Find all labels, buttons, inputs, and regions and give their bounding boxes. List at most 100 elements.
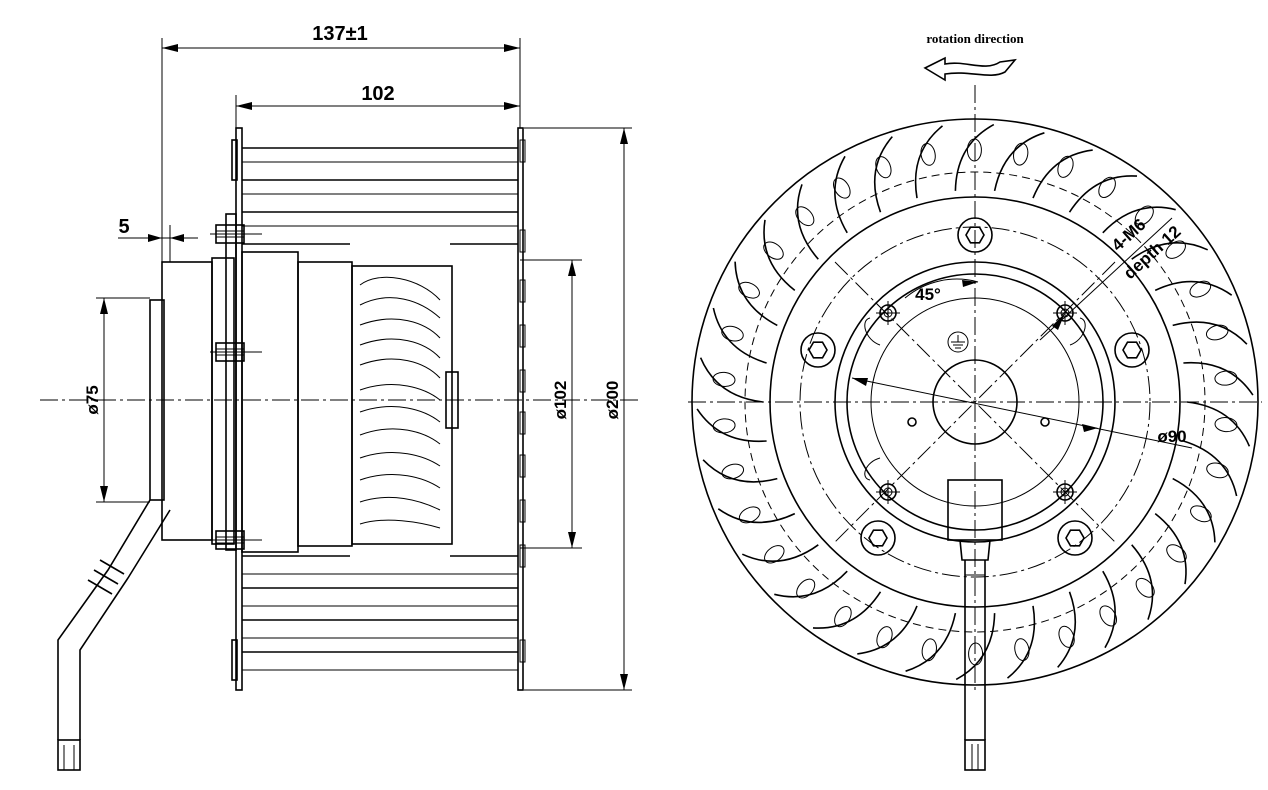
impeller-blade: [914, 125, 944, 199]
impeller-width-label: 102: [361, 83, 394, 105]
impeller-blade: [812, 591, 882, 629]
blade-pocket: [1099, 605, 1118, 627]
blade-pocket: [1057, 155, 1074, 178]
impeller-diameter-dimension: ø200: [524, 127, 632, 691]
impeller-blades: [696, 123, 1254, 681]
blade-pocket: [1135, 577, 1155, 598]
shaft-hub: [932, 359, 1018, 445]
blade-pocket: [966, 138, 982, 162]
bolt-circle-label: ø90: [1157, 427, 1186, 446]
blade-pocket: [1098, 176, 1116, 198]
motor-diameter-dimension: ø75: [83, 297, 150, 503]
impeller-blade: [1057, 591, 1077, 668]
blade-pocket: [832, 177, 851, 199]
blade-pocket: [721, 325, 744, 342]
impeller-blade: [834, 155, 848, 234]
motor-plate: [834, 261, 1116, 543]
impeller-blade: [1186, 401, 1251, 447]
blade-pocket: [796, 578, 816, 599]
blade-pocket: [764, 545, 785, 564]
overall-length-dimension: 137±1: [162, 23, 520, 52]
impeller-width-dimension: 102: [236, 83, 520, 110]
impeller-blade: [699, 357, 764, 403]
blade-pocket: [1165, 240, 1186, 259]
impeller-blade: [954, 123, 995, 191]
front-view: rotation direction: [688, 31, 1262, 771]
blade-pocket: [920, 143, 936, 166]
impeller-blades-bottom: [242, 555, 518, 671]
blade-pocket: [1206, 462, 1229, 479]
impeller-blade: [905, 612, 957, 672]
blade-pocket: [1134, 205, 1154, 226]
motor-body: [241, 251, 299, 553]
blade-pocket: [1190, 505, 1212, 523]
blade-pocket: [876, 626, 893, 649]
impeller-diameter-label: ø200: [603, 381, 622, 420]
impeller-blade: [702, 459, 778, 483]
impeller-blade: [1102, 206, 1176, 234]
impeller-outer-ring: [691, 118, 1259, 686]
blade-pocket: [921, 638, 937, 662]
angle-annotation: 45°: [904, 278, 979, 304]
impeller-blade: [1183, 440, 1238, 497]
impeller-blade: [1154, 280, 1233, 296]
blade-pocket: [1214, 370, 1238, 386]
blade-pocket: [1014, 638, 1030, 661]
flange-offset-dimension: 5: [118, 216, 198, 262]
impeller-blade: [796, 184, 819, 260]
impeller-blade: [712, 307, 767, 364]
blade-pocket: [1205, 324, 1229, 341]
motor-diameter-label: ø75: [83, 385, 102, 414]
blade-pocket: [738, 281, 760, 299]
blade-pocket: [712, 371, 736, 387]
impeller-blade: [1131, 544, 1154, 620]
impeller-blade: [1032, 149, 1093, 199]
impeller-blade: [1172, 477, 1216, 543]
blade-pocket: [712, 418, 736, 434]
impeller-blade: [741, 544, 819, 563]
impeller-blade: [1183, 361, 1254, 396]
impeller-blade: [774, 570, 848, 598]
rotor-fins: [359, 276, 441, 529]
blade-pocket: [763, 241, 784, 260]
angle-label: 45°: [915, 285, 941, 304]
blade-pocket: [1189, 280, 1212, 298]
impeller-blade: [763, 219, 796, 292]
blade-pocket: [968, 642, 984, 666]
blade-pocket: [834, 606, 852, 628]
impeller-blades-top: [242, 147, 518, 245]
impeller-blade: [734, 261, 778, 327]
overall-length-label: 137±1: [312, 23, 367, 45]
hub-diameter-dimension: ø102: [520, 259, 582, 549]
blade-pocket: [795, 206, 815, 227]
impeller-blade: [696, 408, 767, 443]
impeller-blade: [1068, 175, 1138, 213]
impeller-blade: [1102, 570, 1116, 649]
side-view: 137±1 102 5: [40, 23, 640, 771]
blade-pocket: [1214, 417, 1238, 433]
motor-flange: [161, 261, 213, 541]
cable-side: [57, 499, 171, 771]
impeller-blade: [717, 508, 796, 524]
impeller-blade: [873, 136, 893, 213]
rotation-direction-label: rotation direction: [926, 31, 1024, 46]
impeller-blade: [857, 605, 918, 655]
cable-front: [947, 479, 1003, 771]
blade-pocket: [1013, 142, 1029, 166]
impeller-blade: [1006, 605, 1036, 679]
blade-pocket: [875, 156, 892, 179]
impeller-blade: [1154, 512, 1187, 585]
blade-tabs: [519, 139, 526, 663]
impeller-blade: [1131, 241, 1209, 260]
impeller-blade: [1172, 321, 1248, 345]
blade-pocket: [721, 463, 745, 480]
flange-offset-label: 5: [118, 216, 129, 238]
hub-diameter-label: ø102: [551, 381, 570, 420]
bolt-circle-dimension: ø90: [851, 377, 1193, 449]
blade-pocket: [1058, 625, 1075, 648]
impeller-blade: [993, 132, 1045, 192]
ground-symbol-icon: [947, 331, 969, 353]
rotation-arrow-icon: [923, 56, 1017, 82]
blade-pocket: [1166, 544, 1187, 563]
